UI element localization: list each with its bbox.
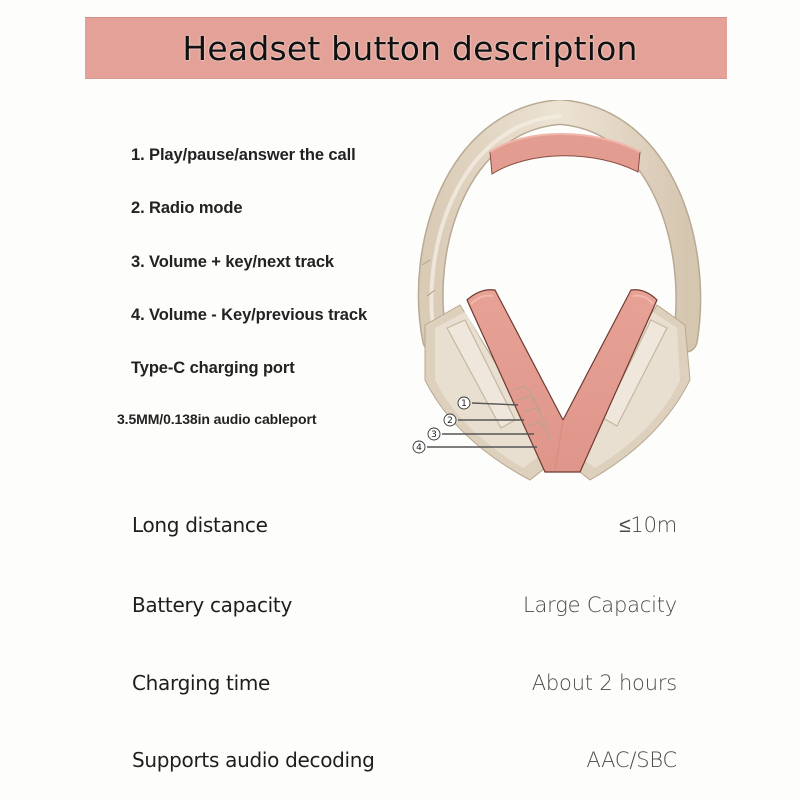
button-ridges — [512, 385, 552, 441]
spec-row-battery: Battery capacity Large Capacity — [132, 585, 677, 625]
list-item-play-pause: 1. Play/pause/answer the call — [131, 146, 356, 164]
list-item-volume-down: 4. Volume - Key/previous track — [131, 306, 368, 324]
headphones-icon: 1 2 3 4 — [412, 98, 702, 481]
list-item-radio-mode: 2. Radio mode — [131, 199, 243, 217]
spec-label: Battery capacity — [132, 593, 293, 617]
spec-label: Supports audio decoding — [132, 748, 375, 772]
headphones-illustration: 1 2 3 4 — [395, 98, 715, 490]
button-description-list: 1. Play/pause/answer the call 2. Radio m… — [0, 0, 420, 460]
spec-row-audio-decoding: Supports audio decoding AAC/SBC — [132, 740, 677, 780]
spec-value: Large Capacity — [522, 593, 677, 617]
spec-row-charging-time: Charging time About 2 hours — [132, 663, 677, 703]
list-item-audio-port: 3.5MM/0.138in audio cableport — [117, 411, 317, 427]
page-title: Headset button description — [182, 28, 638, 68]
spec-label: Long distance — [132, 513, 268, 537]
spec-value: About 2 hours — [531, 671, 677, 695]
spec-label: Charging time — [132, 671, 271, 695]
spec-value: ≤10m — [619, 512, 677, 537]
spec-value: AAC/SBC — [586, 748, 677, 772]
list-item-volume-up: 3. Volume + key/next track — [131, 253, 334, 271]
callout-2: 2 — [447, 416, 453, 426]
callout-4: 4 — [416, 443, 422, 453]
callout-1: 1 — [461, 399, 467, 409]
specifications-table: Long distance ≤10m Battery capacity Larg… — [0, 490, 800, 800]
title-banner: Headset button description — [85, 17, 727, 79]
callout-3: 3 — [431, 430, 437, 440]
spec-row-distance: Long distance ≤10m — [132, 505, 677, 545]
list-item-type-c-port: Type-C charging port — [131, 359, 295, 377]
